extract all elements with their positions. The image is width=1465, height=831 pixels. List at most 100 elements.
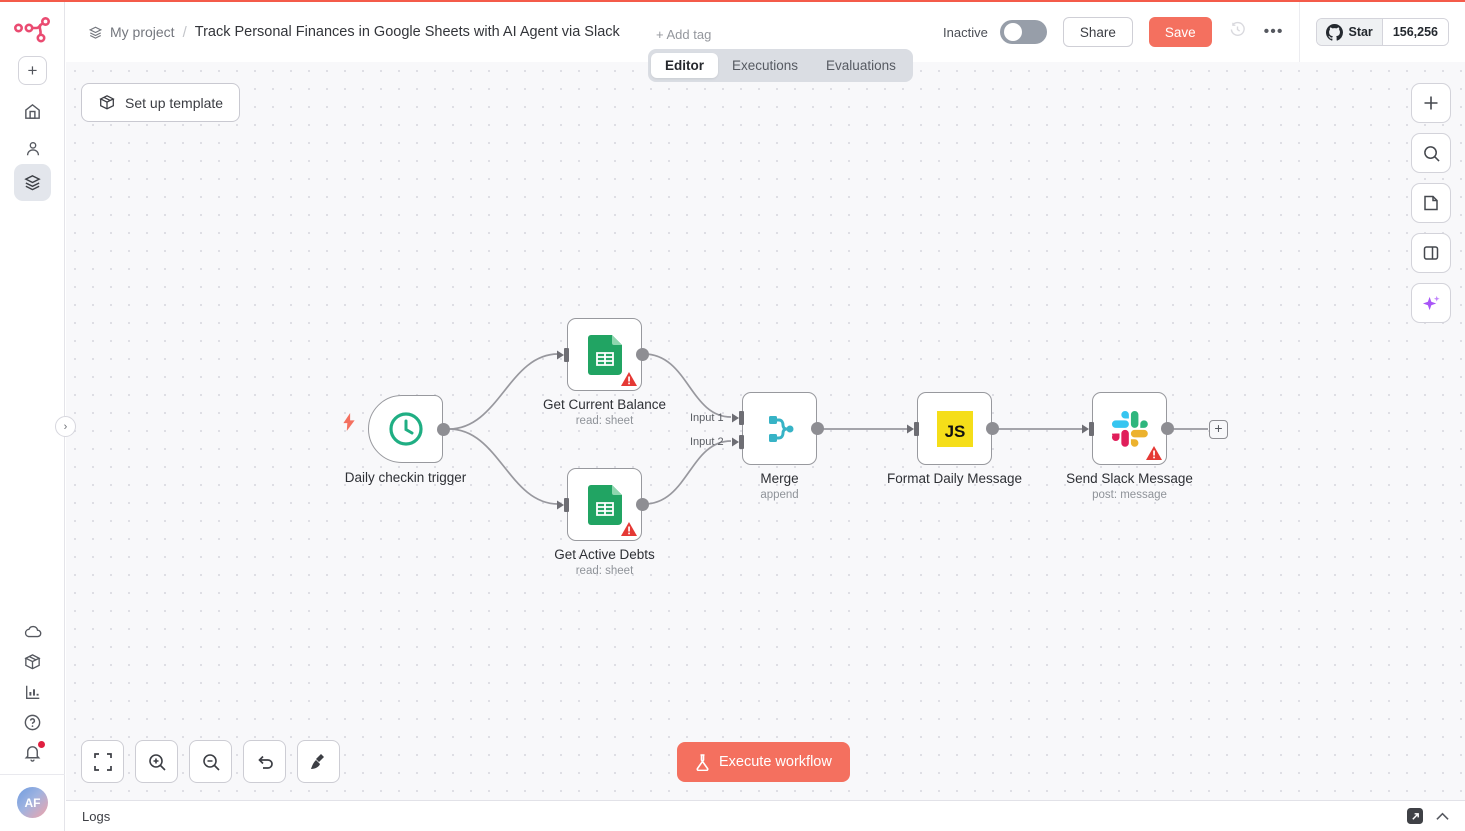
execute-workflow-button[interactable]: Execute workflow <box>677 742 850 782</box>
tab-editor[interactable]: Editor <box>651 53 718 78</box>
breadcrumb-project[interactable]: My project <box>88 24 175 40</box>
user-avatar[interactable]: AF <box>17 787 48 818</box>
person-icon <box>26 142 39 156</box>
plus-icon <box>1424 96 1438 110</box>
sidebar-divider <box>0 774 65 775</box>
ai-sparkles-icon <box>1422 295 1440 310</box>
panel-layout-button[interactable] <box>1411 233 1451 273</box>
github-star-count: 156,256 <box>1382 19 1448 45</box>
node-subtitle: append <box>760 489 799 501</box>
split-panel-icon <box>1423 246 1439 260</box>
sidebar-item-help[interactable] <box>0 703 65 741</box>
error-icon <box>621 522 637 536</box>
notification-dot <box>38 740 45 748</box>
save-button[interactable]: Save <box>1148 17 1212 47</box>
bell-icon <box>24 745 41 762</box>
input-port-1[interactable] <box>732 410 744 426</box>
activate-toggle[interactable] <box>999 20 1047 44</box>
undo-icon <box>257 755 273 769</box>
node-merge[interactable]: Input 1 Input 2 Merge append <box>690 392 824 501</box>
sidebar-item-projects-active[interactable] <box>14 164 51 201</box>
history-icon[interactable] <box>1228 21 1248 43</box>
node-subtitle: read: sheet <box>575 415 634 427</box>
tab-executions[interactable]: Executions <box>732 58 799 73</box>
header-actions: Inactive Share Save ••• Star 156,256 <box>943 2 1449 62</box>
google-sheets-icon <box>587 484 622 525</box>
n8n-logo[interactable] <box>14 16 50 46</box>
help-icon <box>24 714 41 730</box>
toggle-knob <box>1003 23 1022 41</box>
setup-template-label: Set up template <box>125 94 224 111</box>
sticky-note-button[interactable] <box>1411 183 1451 223</box>
package-icon <box>24 653 41 669</box>
google-sheets-icon <box>587 334 622 375</box>
sidebar-item-home[interactable] <box>0 92 65 130</box>
node-get-current-balance[interactable]: Get Current Balance read: sheet <box>543 318 666 427</box>
breadcrumb: My project / Track Personal Finances in … <box>88 2 620 62</box>
sidebar-item-insights[interactable] <box>0 673 65 711</box>
header-divider <box>1299 2 1301 62</box>
tab-evaluations[interactable]: Evaluations <box>826 58 896 73</box>
input-port[interactable] <box>557 497 569 513</box>
tidy-up-button[interactable] <box>297 740 340 783</box>
output-port[interactable] <box>636 498 649 511</box>
node-subtitle: read: sheet <box>575 565 634 577</box>
error-icon <box>1146 446 1162 460</box>
sidebar-item-templates[interactable] <box>0 643 65 681</box>
workflow-title[interactable]: Track Personal Finances in Google Sheets… <box>194 24 620 40</box>
more-menu-button[interactable]: ••• <box>1263 23 1284 40</box>
add-workflow-button[interactable]: + <box>18 56 47 85</box>
add-next-node-button[interactable]: + <box>1209 420 1228 439</box>
setup-template-button[interactable]: Set up template <box>81 83 241 122</box>
sidebar-item-cloud[interactable] <box>0 613 65 651</box>
node-label: Get Active Debts <box>554 547 655 562</box>
merge-input2-label: Input 2 <box>690 436 724 448</box>
popout-logs-icon[interactable] <box>1407 808 1423 824</box>
sidebar-item-personal[interactable] <box>0 130 65 168</box>
logs-panel-header[interactable]: Logs <box>66 800 1465 831</box>
github-icon <box>1326 23 1344 41</box>
node-daily-checkin-trigger[interactable]: Daily checkin trigger <box>345 395 466 485</box>
input-port[interactable] <box>1082 421 1094 437</box>
add-tag-button[interactable]: + Add tag <box>656 27 712 42</box>
search-button[interactable] <box>1411 133 1451 173</box>
svg-text:JS: JS <box>944 422 965 441</box>
home-icon <box>25 103 40 119</box>
expand-sidebar-chevron[interactable]: › <box>55 416 76 437</box>
add-node-button[interactable] <box>1411 83 1451 123</box>
output-port[interactable] <box>986 422 999 435</box>
logs-label: Logs <box>82 808 111 824</box>
input-port-2[interactable] <box>732 434 744 450</box>
template-package-icon <box>99 94 115 110</box>
flask-icon <box>696 753 709 771</box>
output-port[interactable] <box>437 422 450 436</box>
share-button[interactable]: Share <box>1062 17 1133 47</box>
zoom-in-button[interactable] <box>135 740 178 783</box>
node-label: Format Daily Message <box>886 471 1023 486</box>
cloud-icon <box>24 625 41 638</box>
search-icon <box>1423 145 1440 162</box>
chevron-up-icon[interactable] <box>1436 812 1449 821</box>
zoom-to-fit-button[interactable] <box>81 740 124 783</box>
ai-assistant-button[interactable] <box>1411 283 1451 323</box>
layers-icon <box>24 175 41 191</box>
output-port[interactable] <box>1161 422 1174 435</box>
sidebar-item-notifications[interactable] <box>0 733 65 771</box>
github-star-widget[interactable]: Star 156,256 <box>1316 18 1449 46</box>
left-sidebar: + AF <box>0 0 65 831</box>
node-get-active-debts[interactable]: Get Active Debts read: sheet <box>554 468 655 577</box>
node-format-daily-message[interactable]: JS Format Daily Message <box>887 392 1022 486</box>
undo-button[interactable] <box>243 740 286 783</box>
zoom-out-button[interactable] <box>189 740 232 783</box>
javascript-code-icon: JS <box>936 410 973 447</box>
output-port[interactable] <box>636 348 649 361</box>
connection-edges <box>448 353 1208 505</box>
error-icon <box>621 372 637 386</box>
bar-chart-icon <box>25 685 39 699</box>
output-port[interactable] <box>811 422 824 435</box>
merge-icon <box>768 415 793 442</box>
node-send-slack-message[interactable]: Send Slack Message post: message <box>1066 392 1193 501</box>
input-port[interactable] <box>907 421 919 437</box>
input-port[interactable] <box>557 347 569 363</box>
workflow-canvas[interactable]: Set up template Daily checkin trigger Ge… <box>66 62 1465 800</box>
